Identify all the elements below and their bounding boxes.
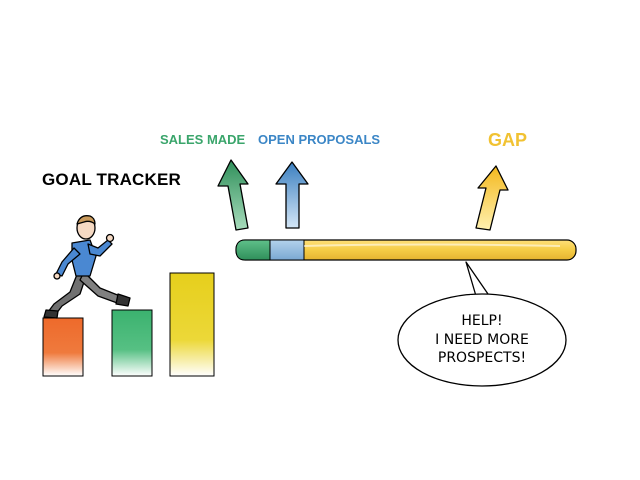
callout-line-2: I NEED MORE: [435, 331, 529, 348]
gap-label: GAP: [488, 130, 528, 150]
person-walking-icon: [43, 215, 131, 319]
sales-made-label: SALES MADE: [160, 132, 246, 147]
open-proposals-label: OPEN PROPOSALS: [258, 132, 381, 147]
step-orange: [42, 317, 84, 377]
arrow-up-green-icon: [217, 159, 249, 231]
step-green: [111, 309, 153, 377]
step-yellow: [169, 272, 215, 377]
bar-sales-segment: [235, 239, 271, 261]
callout-line-3: PROSPECTS!: [437, 350, 527, 367]
callout-line-1: HELP!: [461, 313, 503, 330]
speech-bubble-icon: [397, 261, 567, 387]
arrow-up-blue-icon: [275, 161, 309, 229]
page-title: GOAL TRACKER: [42, 170, 182, 189]
callout-text: HELP! I NEED MORE PROSPECTS!: [398, 296, 566, 384]
goal-progress-bar: [235, 239, 577, 261]
bar-proposals-segment: [269, 239, 305, 261]
arrow-up-yellow-icon: [475, 165, 509, 231]
